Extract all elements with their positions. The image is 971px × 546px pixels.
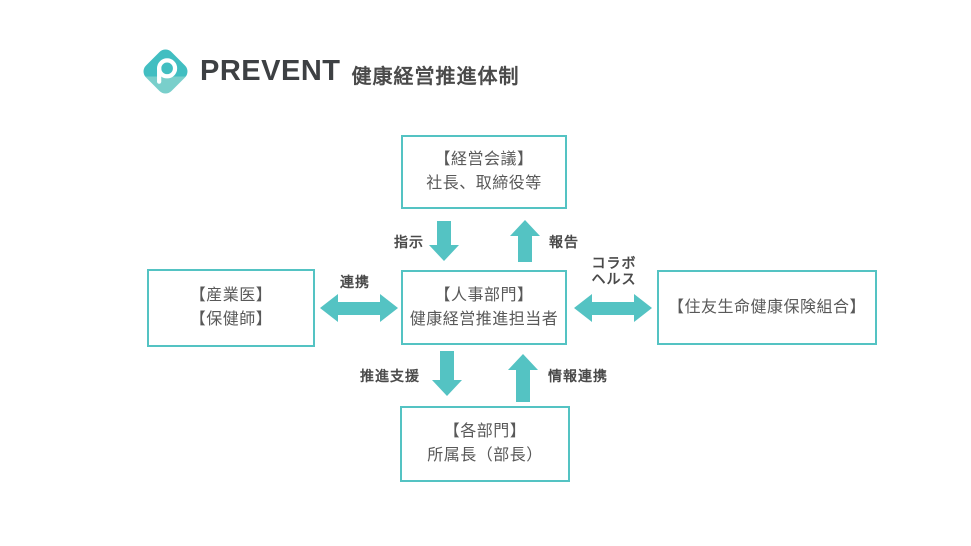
box-hr-department: 【人事部門】 健康経営推進担当者 bbox=[401, 270, 567, 345]
box-management-meeting-line2: 社長、取締役等 bbox=[426, 175, 542, 192]
brand-wordmark: PREVENT bbox=[200, 55, 341, 87]
arrow-head-up bbox=[510, 220, 540, 236]
header: PREVENT 健康経営推進体制 bbox=[139, 45, 519, 98]
label-report: 報告 bbox=[549, 234, 579, 250]
arrow-head-right bbox=[380, 294, 398, 322]
label-promotion-support: 推進支援 bbox=[360, 368, 420, 384]
label-instruction: 指示 bbox=[394, 234, 424, 250]
label-collabo-health-line1: コラボ bbox=[591, 255, 637, 271]
box-departments: 【各部門】 所属長（部長） bbox=[400, 406, 570, 482]
box-management-meeting-line1: 【経営会議】 bbox=[434, 151, 534, 168]
box-hr-department-line2: 健康経営推進担当者 bbox=[409, 310, 559, 328]
label-collabo-health-line2: ヘルス bbox=[591, 271, 637, 287]
arrow-shaft bbox=[338, 301, 380, 315]
box-insurance-union: 【住友生命健康保険組合】 bbox=[657, 270, 877, 345]
arrow-down-promotion-support-icon bbox=[432, 351, 462, 396]
arrow-head-down bbox=[432, 380, 462, 396]
arrow-head-up bbox=[508, 354, 538, 370]
box-management-meeting: 【経営会議】 社長、取締役等 bbox=[401, 135, 567, 209]
arrow-down-instruction-icon bbox=[429, 221, 459, 261]
arrow-head-down bbox=[429, 245, 459, 261]
box-insurance-union-line1: 【住友生命健康保険組合】 bbox=[667, 298, 866, 316]
arrow-shaft bbox=[516, 370, 530, 402]
arrow-shaft bbox=[437, 221, 451, 245]
box-hr-department-line1: 【人事部門】 bbox=[434, 286, 534, 304]
arrow-double-cooperation-icon bbox=[320, 294, 398, 322]
label-collabo-health: コラボ ヘルス bbox=[586, 255, 642, 287]
box-departments-line1: 【各部門】 bbox=[443, 423, 527, 440]
arrow-shaft bbox=[440, 351, 454, 380]
box-departments-line2: 所属長（部長） bbox=[427, 447, 543, 464]
arrow-shaft bbox=[518, 236, 532, 262]
label-cooperation: 連携 bbox=[340, 274, 370, 290]
arrow-double-collabo-health-icon bbox=[574, 294, 652, 322]
page-title: 健康経営推進体制 bbox=[351, 66, 520, 88]
arrow-up-info-sharing-icon bbox=[508, 354, 538, 402]
arrow-up-report-icon bbox=[510, 220, 540, 262]
arrow-shaft bbox=[592, 301, 634, 315]
arrow-head-right bbox=[634, 294, 652, 322]
box-occupational-health: 【産業医】 【保健師】 bbox=[147, 269, 315, 347]
box-occupational-health-line2: 【保健師】 bbox=[189, 311, 273, 328]
label-info-sharing: 情報連携 bbox=[548, 368, 608, 384]
box-occupational-health-line1: 【産業医】 bbox=[189, 287, 273, 304]
arrow-head-left bbox=[320, 294, 338, 322]
arrow-head-left bbox=[574, 294, 592, 322]
prevent-logo-icon bbox=[143, 49, 188, 94]
